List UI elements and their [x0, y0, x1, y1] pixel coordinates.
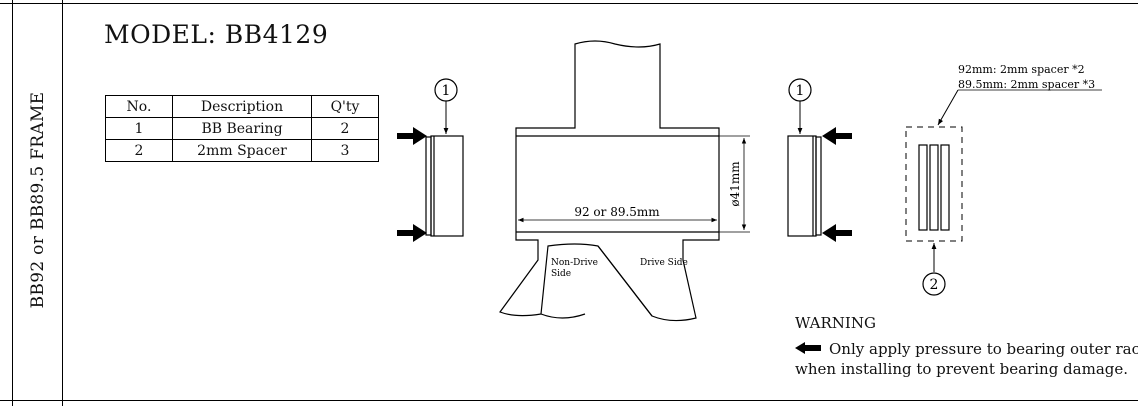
left-press-arrows	[397, 127, 427, 242]
callout-right-number: 1	[796, 83, 805, 99]
warning-line-2: when installing to prevent bearing damag…	[795, 360, 1129, 378]
non-drive-side-label-2: Side	[551, 269, 571, 279]
model-title: MODEL: BB4129	[104, 20, 329, 49]
frame-left-border	[12, 0, 13, 406]
warning-line-1-row: Only apply pressure to bearing outer rac…	[795, 340, 1138, 358]
drive-side-label: Drive Side	[640, 258, 688, 268]
callout-spacer-number: 2	[930, 277, 939, 293]
spacer-note-line-1: 92mm: 2mm spacer *2	[958, 63, 1085, 76]
callout-spacer: 2	[922, 243, 946, 296]
frame-top-border	[0, 3, 1138, 4]
spacer-note-line-2: 89.5mm: 2mm spacer *3	[958, 78, 1095, 91]
right-bearing	[787, 135, 822, 237]
width-dimension-label: 92 or 89.5mm	[574, 205, 660, 219]
right-press-arrows	[822, 127, 852, 242]
frame-divider	[62, 0, 63, 406]
row-description: BB Bearing	[172, 117, 312, 140]
table-row: 2 2mm Spacer 3	[105, 139, 379, 162]
callout-left: 1	[434, 78, 458, 134]
warning-arrow-icon	[795, 340, 821, 358]
width-dimension: 92 or 89.5mm	[518, 205, 717, 223]
parts-table: No. Description Q'ty 1 BB Bearing 2 2 2m…	[105, 95, 379, 162]
spacer-group	[905, 126, 963, 242]
warning-title: WARNING	[795, 314, 876, 332]
table-row: 1 BB Bearing 2	[105, 117, 379, 140]
warning-line-1: Only apply pressure to bearing outer rac…	[829, 340, 1138, 358]
left-bearing	[425, 135, 464, 237]
callout-left-number: 1	[442, 83, 451, 99]
frame-bottom-border	[0, 400, 1138, 401]
row-qty: 3	[311, 139, 379, 162]
diameter-dimension: ø41mm	[719, 135, 750, 233]
spacer-note-leader	[937, 89, 1102, 126]
callout-right: 1	[788, 78, 812, 134]
header-qty: Q'ty	[311, 95, 379, 118]
non-drive-side-label: Non-Drive	[551, 258, 598, 268]
row-description: 2mm Spacer	[172, 139, 312, 162]
bottom-bracket-shell	[499, 40, 720, 322]
diameter-dimension-label: ø41mm	[728, 161, 742, 207]
